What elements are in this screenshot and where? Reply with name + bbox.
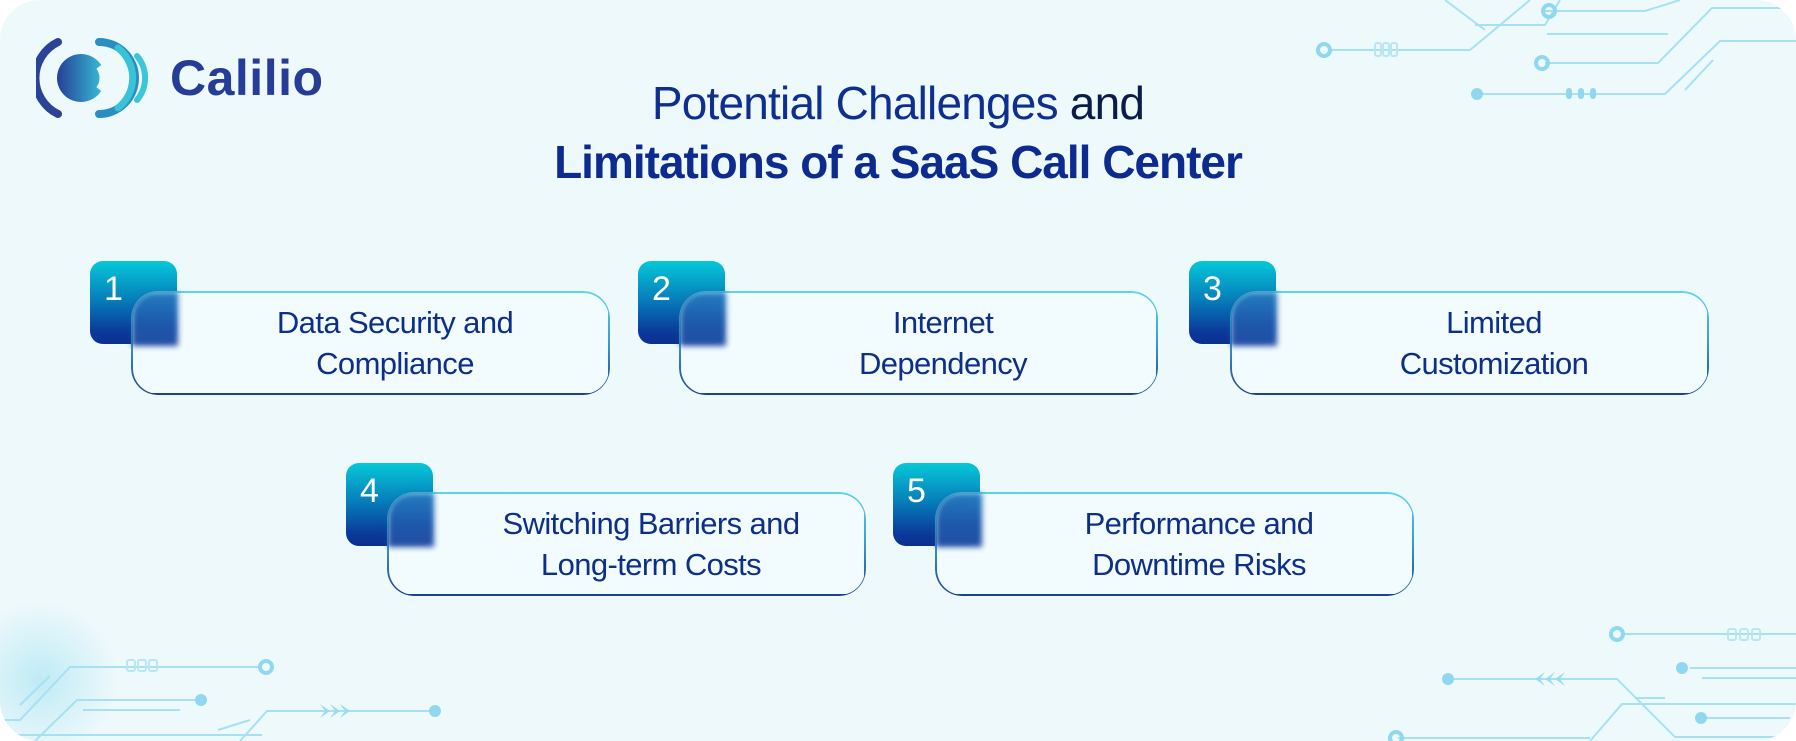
title-line-1-main: Potential Challenges [651,77,1059,129]
badge-number: 3 [1203,270,1222,308]
glass-overlap [1231,292,1277,346]
glass-overlap [936,493,982,547]
title-line-1-and: and [1069,77,1145,129]
badge-number: 2 [652,270,671,308]
title-line-2: Limitations of a SaaS Call Center [554,136,1243,188]
glass-overlap [680,292,726,346]
badge-number: 4 [360,472,379,510]
badge-number: 1 [104,270,123,308]
background-glow [0,600,120,741]
glass-overlap [132,292,178,346]
brand-logo: Calilio [36,36,324,120]
title-line-1: Potential Challenges and [0,74,1796,132]
sound-wave-c-icon [36,38,149,118]
brand-name: Calilio [170,50,324,106]
page-title: Potential Challenges and Limitations of … [0,74,1796,192]
badge-number: 5 [907,472,926,510]
glass-overlap [388,493,434,547]
